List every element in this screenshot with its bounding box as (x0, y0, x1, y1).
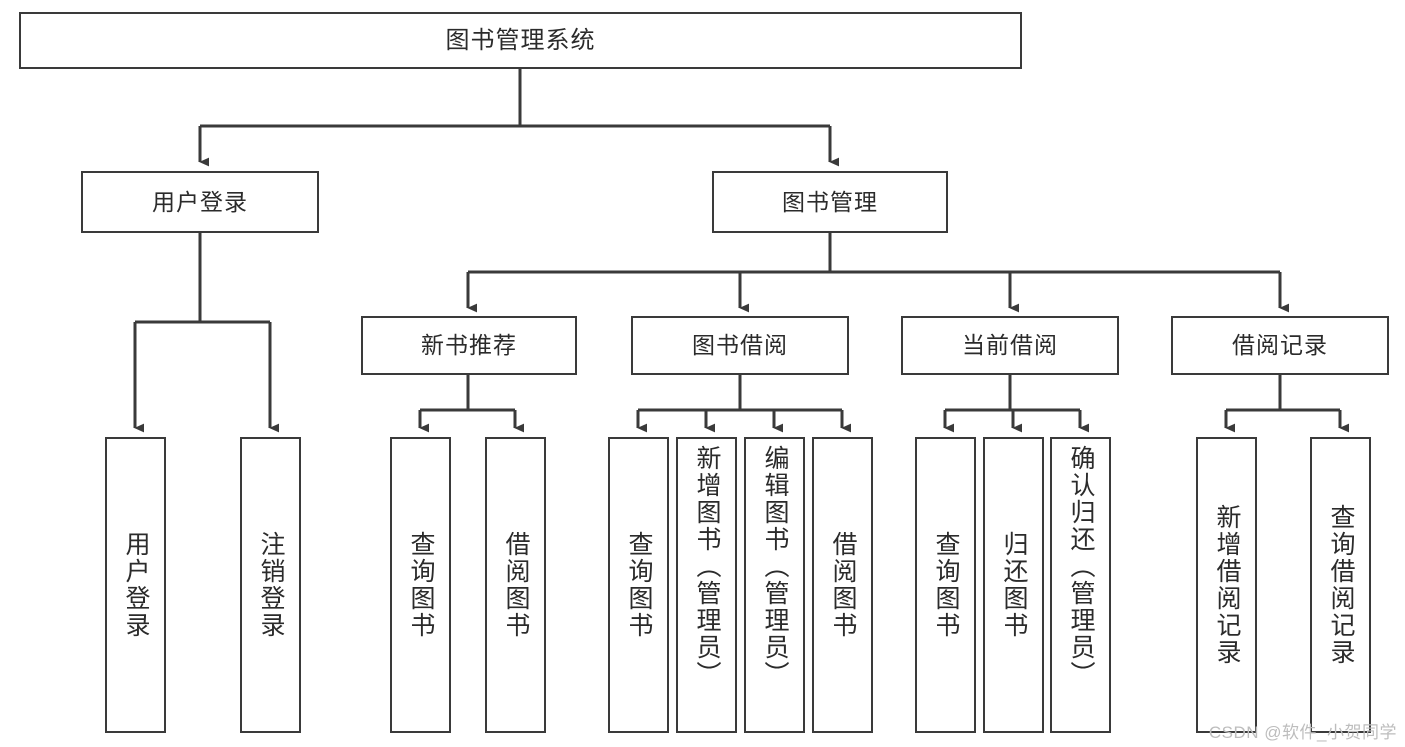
leaf-book-borrow-borrow-label: 借阅图书 (829, 531, 857, 639)
leaf-borrow-record-add-label: 新增借阅记录 (1213, 504, 1241, 666)
node-book-borrow[interactable]: 图书借阅 (631, 316, 849, 375)
leaf-current-borrow-confirm-label: 确认归还（管理员） (1067, 445, 1095, 688)
leaf-user-login-login-label: 用户登录 (122, 531, 150, 639)
node-book-manage[interactable]: 图书管理 (712, 171, 948, 233)
node-user-login[interactable]: 用户登录 (81, 171, 319, 233)
node-book-borrow-label: 图书借阅 (692, 332, 788, 358)
leaf-user-login-logout-label: 注销登录 (257, 531, 285, 639)
leaf-book-borrow-query[interactable]: 查询图书 (608, 437, 669, 733)
leaf-current-borrow-query[interactable]: 查询图书 (915, 437, 976, 733)
leaf-new-book-query[interactable]: 查询图书 (390, 437, 451, 733)
leaf-user-login-logout[interactable]: 注销登录 (240, 437, 301, 733)
leaf-book-borrow-add-label: 新增图书（管理员） (693, 445, 721, 688)
node-root-system[interactable]: 图书管理系统 (19, 12, 1022, 69)
node-root-system-label: 图书管理系统 (445, 26, 596, 54)
leaf-current-borrow-confirm[interactable]: 确认归还（管理员） (1050, 437, 1111, 733)
leaf-borrow-record-query-label: 查询借阅记录 (1327, 504, 1355, 666)
leaf-current-borrow-return-label: 归还图书 (1000, 531, 1028, 639)
leaf-book-borrow-borrow[interactable]: 借阅图书 (812, 437, 873, 733)
node-borrow-record-label: 借阅记录 (1232, 332, 1328, 358)
leaf-book-borrow-edit[interactable]: 编辑图书（管理员） (744, 437, 805, 733)
leaf-book-borrow-edit-label: 编辑图书（管理员） (761, 445, 789, 688)
node-current-borrow[interactable]: 当前借阅 (901, 316, 1119, 375)
leaf-book-borrow-query-label: 查询图书 (625, 531, 653, 639)
node-borrow-record[interactable]: 借阅记录 (1171, 316, 1389, 375)
node-book-manage-label: 图书管理 (782, 188, 878, 215)
leaf-current-borrow-return[interactable]: 归还图书 (983, 437, 1044, 733)
node-new-book-recommend[interactable]: 新书推荐 (361, 316, 577, 375)
node-new-book-recommend-label: 新书推荐 (421, 332, 517, 358)
leaf-new-book-borrow[interactable]: 借阅图书 (485, 437, 546, 733)
leaf-book-borrow-add[interactable]: 新增图书（管理员） (676, 437, 737, 733)
leaf-new-book-borrow-label: 借阅图书 (502, 531, 530, 639)
node-current-borrow-label: 当前借阅 (962, 332, 1058, 358)
leaf-new-book-query-label: 查询图书 (407, 531, 435, 639)
leaf-borrow-record-query[interactable]: 查询借阅记录 (1310, 437, 1371, 733)
leaf-current-borrow-query-label: 查询图书 (932, 531, 960, 639)
node-user-login-label: 用户登录 (152, 188, 248, 215)
watermark-text: CSDN @软件_小贺同学 (1208, 723, 1397, 742)
leaf-user-login-login[interactable]: 用户登录 (105, 437, 166, 733)
leaf-borrow-record-add[interactable]: 新增借阅记录 (1196, 437, 1257, 733)
